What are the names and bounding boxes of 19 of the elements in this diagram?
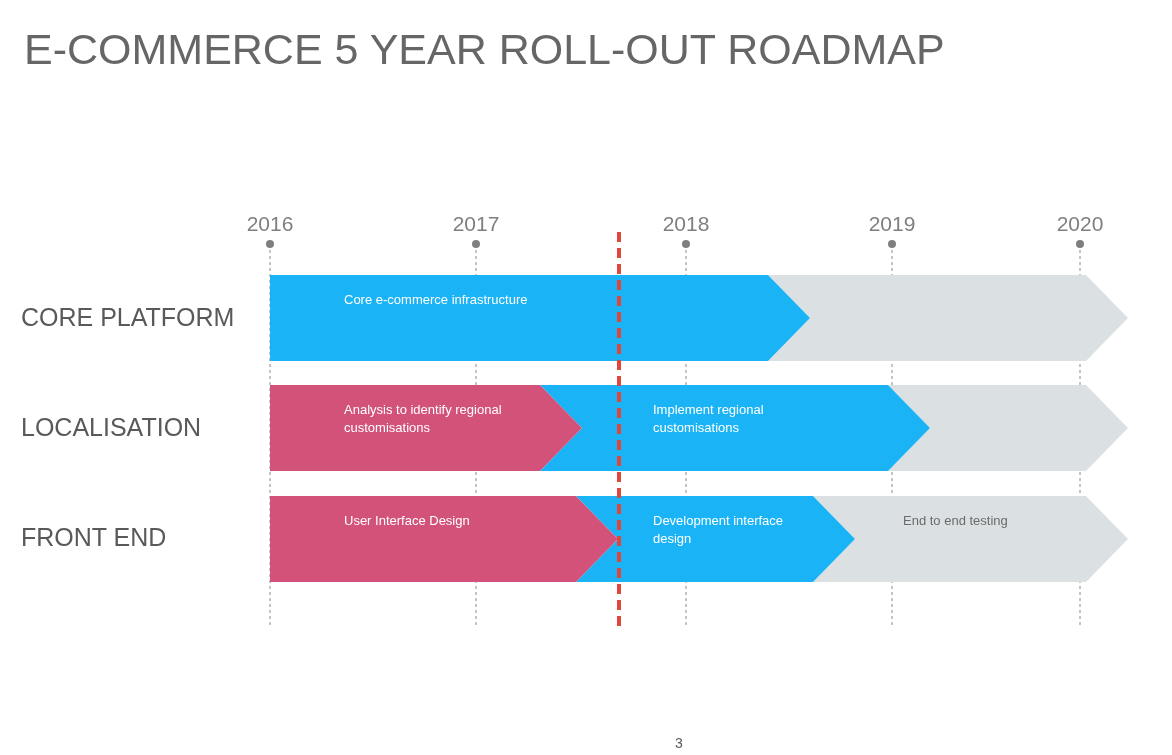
row-label: CORE PLATFORM [21,302,235,334]
year-label: 2017 [452,211,500,237]
chevron-bar [270,385,582,471]
page-number: 3 [675,734,683,753]
bar-text: Implement regional customisations [653,401,765,437]
chevron-bar [270,496,618,582]
title: E-COMMERCE 5 YEAR ROLL-OUT ROADMAP [24,28,945,71]
row-label: FRONT END [21,522,167,554]
bar-text: End to end testing [903,512,1009,530]
chevron-bar [270,275,810,361]
year-label: 2016 [246,211,294,237]
year-label: 2020 [1056,211,1104,237]
bar-text: User Interface Design [344,512,471,530]
year-label: 2019 [868,211,916,237]
row-label: LOCALISATION [21,412,202,444]
bar-text: Analysis to identify regional customisations [344,401,503,437]
bar-text: Development interface design [653,512,785,548]
year-label: 2018 [662,211,710,237]
bar-text: Core e-commerce infrastructure [344,291,529,309]
